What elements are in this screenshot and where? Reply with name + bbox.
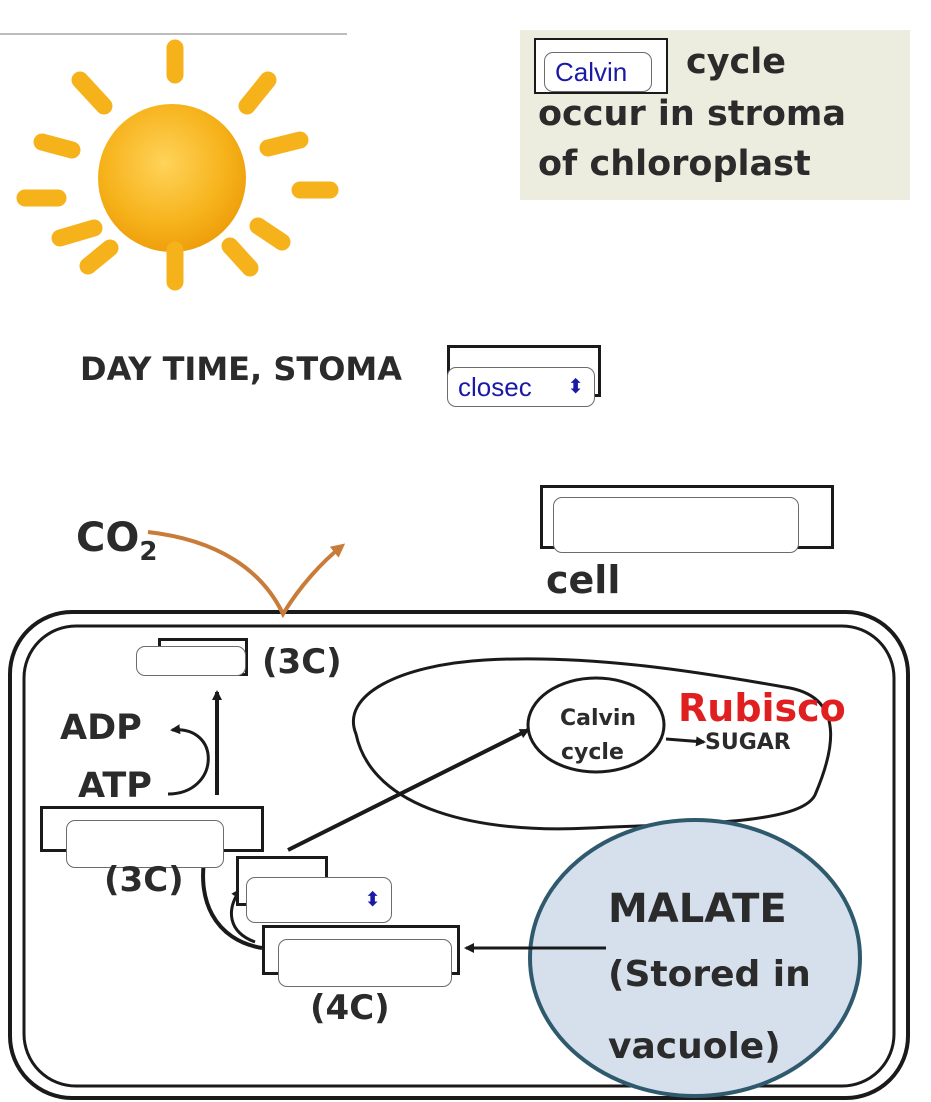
rubisco-label: Rubisco xyxy=(678,686,846,730)
top-rule xyxy=(0,33,347,35)
co2-arrow xyxy=(147,530,346,619)
cell-label: cell xyxy=(546,558,621,602)
chevron-updown-icon: ⬍ xyxy=(567,376,584,398)
vacuole xyxy=(528,818,862,1098)
stoma-label: DAY TIME, STOMA xyxy=(80,350,402,388)
note-line-3: of chloroplast xyxy=(538,144,811,184)
sugar-label: SUGAR xyxy=(705,730,791,755)
note-line-2: occur in stroma xyxy=(538,94,846,134)
cell-inner-wall xyxy=(22,624,896,1088)
calvin-to-sugar-arrow xyxy=(665,736,706,747)
label-atp: ATP xyxy=(78,766,152,806)
cam-cell-diagram xyxy=(8,530,910,1100)
calvin-cycle-note: Calvin cycle occur in stroma of chloropl… xyxy=(520,30,910,200)
co2-subscript: 2 xyxy=(139,537,158,567)
calvin-cycle-circle xyxy=(526,676,666,774)
cell-answer-field[interactable] xyxy=(553,497,799,553)
answer-field-4c[interactable] xyxy=(278,939,452,987)
malate-line-3: vacuole) xyxy=(608,1026,781,1067)
cell-outer-wall xyxy=(8,610,910,1100)
co2-to-calvin-arrow xyxy=(287,728,530,852)
label-3c-left: (3C) xyxy=(104,860,184,900)
co2-main: CO xyxy=(76,515,140,561)
label-adp: ADP xyxy=(60,708,142,748)
mid-select[interactable]: ⬍ xyxy=(246,877,392,923)
stoma-select[interactable]: closec ⬍ xyxy=(447,367,595,407)
calvin-line-2: cycle xyxy=(561,740,624,765)
calvin-answer-field[interactable]: Calvin xyxy=(544,52,652,92)
stoma-select-value: closec xyxy=(458,371,532,402)
sun-icon xyxy=(16,39,339,291)
answer-field-top-3c[interactable] xyxy=(136,646,246,676)
note-line-1: cycle xyxy=(686,42,787,82)
co2-label: CO2 xyxy=(76,515,157,567)
answer-field-left[interactable] xyxy=(66,820,224,868)
label-4c: (4C) xyxy=(310,988,390,1028)
label-3c-top: (3C) xyxy=(262,642,342,682)
malate-line-2: (Stored in xyxy=(608,954,811,995)
chevron-updown-icon: ⬍ xyxy=(364,889,381,911)
atp-adp-arrow xyxy=(167,724,210,796)
chloroplast-outline xyxy=(352,657,833,831)
malate-line-1: MALATE xyxy=(608,886,787,932)
calvin-line-1: Calvin xyxy=(560,706,637,731)
